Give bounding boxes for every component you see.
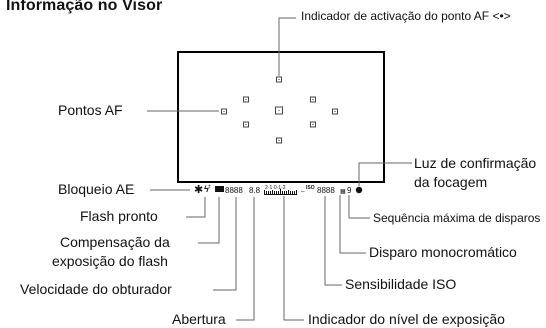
label-af-activation: Indicador de activação do ponto AF <•>	[301, 9, 511, 23]
iso-label: ISO	[306, 185, 315, 191]
label-aperture: Abertura	[172, 311, 226, 327]
label-flash-comp-line1: Compensação da	[60, 234, 170, 250]
exposure-level-scale	[264, 189, 297, 195]
aperture-readout: 8.8	[249, 186, 261, 195]
shutter-readout: 8888	[225, 186, 243, 195]
flash-icon: ϟ	[204, 184, 209, 194]
ae-lock-icon: ✱	[194, 184, 203, 196]
label-iso: Sensibilidade ISO	[345, 276, 457, 292]
burst-readout: 9	[347, 186, 352, 195]
exposure-scale-numbers: 2·1·0·1·2	[265, 185, 286, 191]
svg-text:±: ±	[208, 184, 211, 190]
iso-readout: 8888	[317, 186, 335, 195]
flash-comp-icon	[215, 186, 224, 192]
focus-confirm-dot	[355, 186, 363, 194]
label-shutter-speed: Velocidade do obturador	[20, 281, 172, 297]
label-flash-ready: Flash pronto	[80, 208, 158, 224]
viewfinder-frame	[177, 51, 385, 183]
label-max-burst: Sequência máxima de disparos	[373, 211, 541, 225]
svg-text:⇔: ⇔	[300, 189, 306, 195]
label-monochrome: Disparo monocromático	[369, 244, 517, 260]
page-title: Informação no Visor	[6, 0, 163, 14]
label-focus-confirm-line1: Luz de confirmação	[414, 155, 537, 171]
label-focus-confirm-line2: da focagem	[414, 174, 488, 190]
label-exposure-level: Indicador do nível de exposição	[308, 311, 505, 327]
label-af-points: Pontos AF	[58, 102, 123, 118]
leader-lines	[147, 17, 412, 321]
monochrome-icon: ▦	[340, 189, 346, 195]
label-ae-lock: Bloqueio AE	[58, 181, 135, 197]
viewfinder-status-bar: ✱ ϟ ± 8888 8.8 2·1·0·1·2 ISO ⇔ 8888	[194, 184, 363, 196]
label-flash-comp-line2: exposição do flash	[52, 253, 168, 269]
